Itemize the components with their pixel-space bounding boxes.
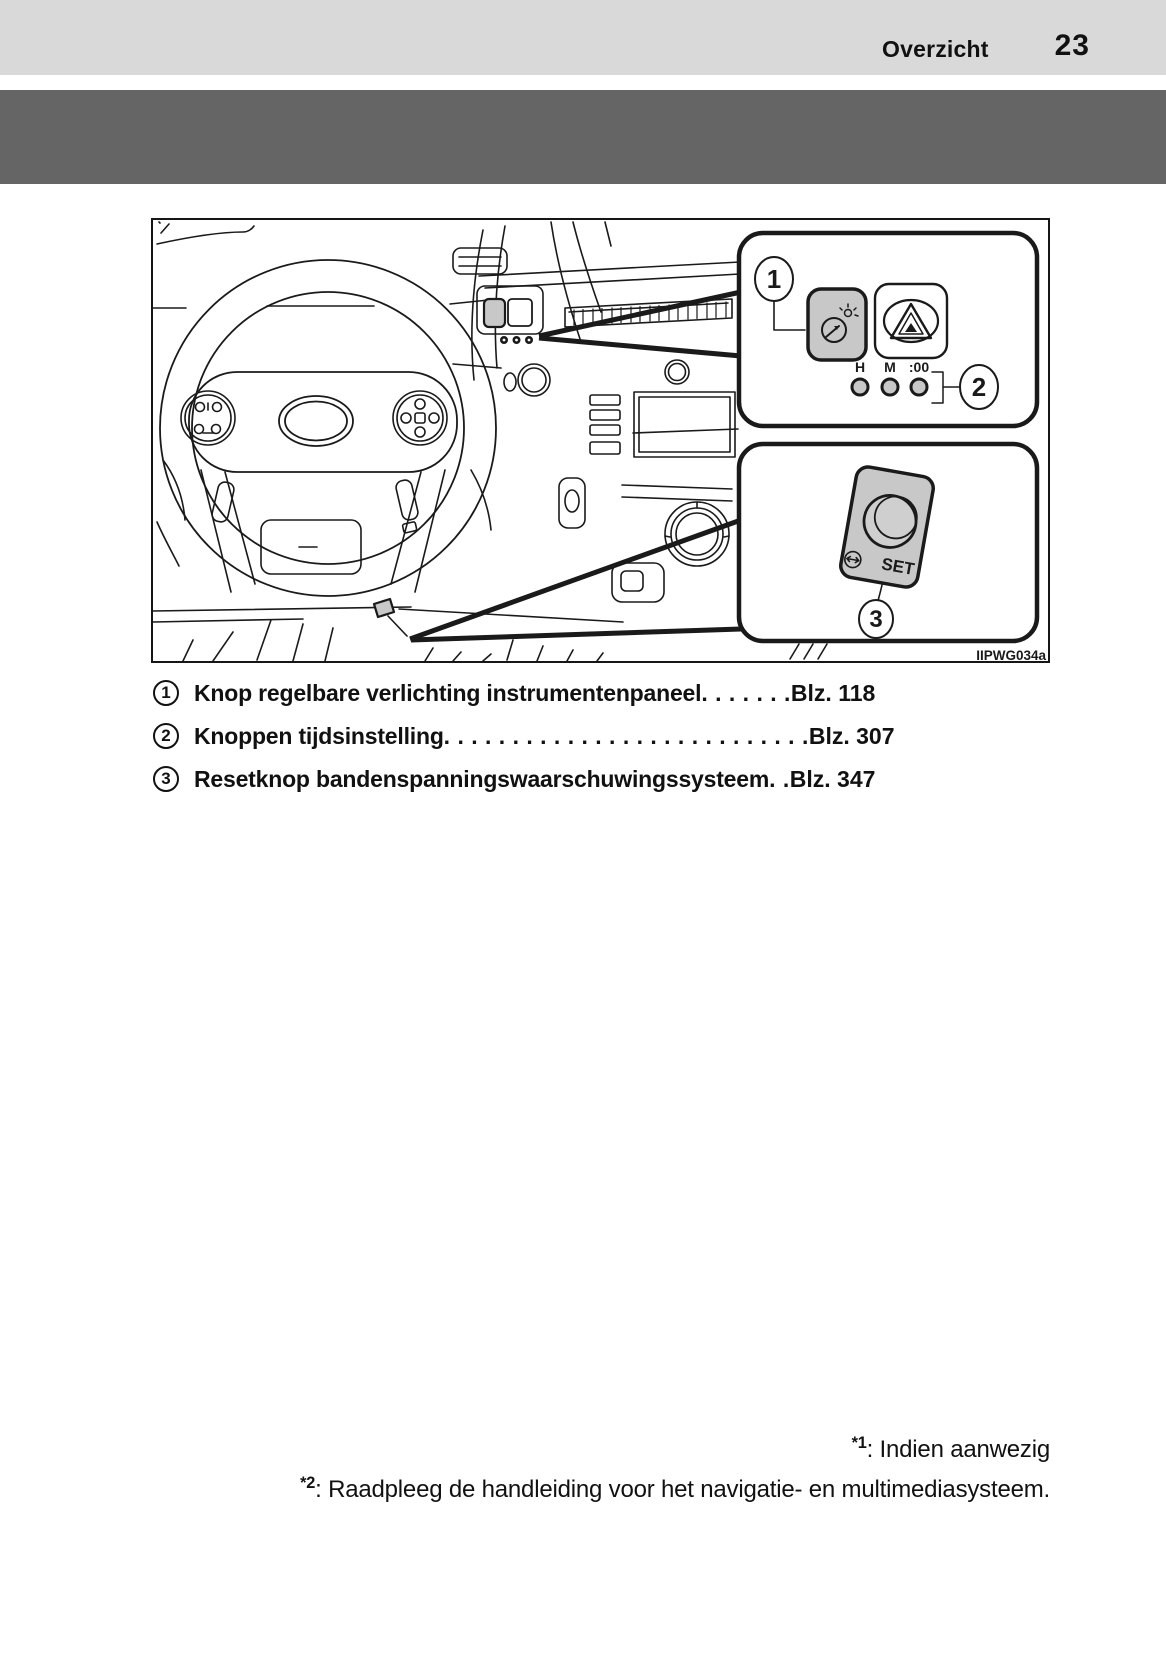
panel-light-button [806,287,868,362]
legend-label-2: Knoppen tijdsinstelling [194,722,444,749]
dash-button-cluster [476,285,544,344]
callout-wedge-top [538,289,742,359]
footnote-1-marker: *1 [851,1434,867,1452]
legend-page-ref-3: Blz. 347 [789,765,876,792]
inset-panel-bottom [736,441,1040,644]
center-vent [564,298,733,328]
legend-number-3: 3 [153,766,179,792]
figure-legend: 1 Knop regelbare verlichting instrumente… [153,678,1050,807]
legend-dots-2: . . . . . . . . . . . . . . . . . . . . … [443,722,809,749]
legend-item-2: 2 Knoppen tijdsinstelling . . . . . . . … [153,721,1050,751]
wheel-right-pod [392,390,448,446]
clock-label-m: M [884,359,896,375]
dashboard-figure: 1 2 3 H M :00 SET IIPWG034a [151,218,1050,663]
figure-caption-code: IIPWG034a [976,648,1046,661]
footnote-1: *1: Indien aanwezig [851,1434,1051,1464]
footnote-2-marker: *2 [300,1474,316,1492]
chapter-band [0,90,1166,184]
legend-label-1: Knop regelbare verlichting instrumentenp… [194,679,702,706]
section-title: Overzicht [882,36,989,62]
footnote-1-text: : Indien aanwezig [866,1436,1051,1463]
a-pillar-lines [550,221,582,343]
hazard-button [873,282,949,360]
page-header: Overzicht 23 [0,0,1166,75]
callout-3-circle [858,599,894,639]
callout-1-number: 1 [767,264,781,294]
legend-page-ref-1: Blz. 118 [790,679,876,706]
tire-pressure-icon [844,550,862,569]
power-button-drawing [503,363,551,397]
brightness-dial-icon [821,303,859,343]
legend-number-2: 2 [153,723,179,749]
window-line [156,225,255,245]
callout-2-number: 2 [972,372,986,402]
footnote-2: *2: Raadpleeg de handleiding voor het na… [300,1474,1050,1504]
page-number: 23 [1054,29,1090,62]
legend-number-1: 1 [153,680,179,706]
hazard-triangle-icon [882,298,940,344]
callout-3-number: 3 [869,606,882,633]
clock-label-h: H [855,359,865,375]
clock-label-00: :00 [909,359,929,375]
steering-wheel [159,259,497,597]
dashboard-illustration: 1 2 3 H M :00 SET IIPWG034a [153,221,1046,661]
wheel-left-pod [180,390,236,446]
footnote-2-text: : Raadpleeg de handleiding voor het navi… [315,1476,1050,1503]
legend-item-3: 3 Resetknop bandenspanningswaarschuwings… [153,764,1050,794]
inset-panel-top [736,230,1040,429]
shifter-drawing [558,477,586,529]
callout-wedge-bottom [409,517,742,643]
legend-item-1: 1 Knop regelbare verlichting instrumente… [153,678,1050,708]
legend-dots-1: . . . . . . . [701,679,791,706]
nav-screen [633,391,736,458]
climate-knob [664,501,730,567]
tpms-reset-button-drawing [372,597,396,619]
legend-page-ref-2: Blz. 307 [808,722,895,749]
clock-set-buttons [850,377,929,397]
legend-label-3: Resetknop bandenspanningswaarschuwingssy… [194,765,770,792]
legend-dots-3: . . [769,765,790,792]
callout-2-circle [959,364,999,410]
